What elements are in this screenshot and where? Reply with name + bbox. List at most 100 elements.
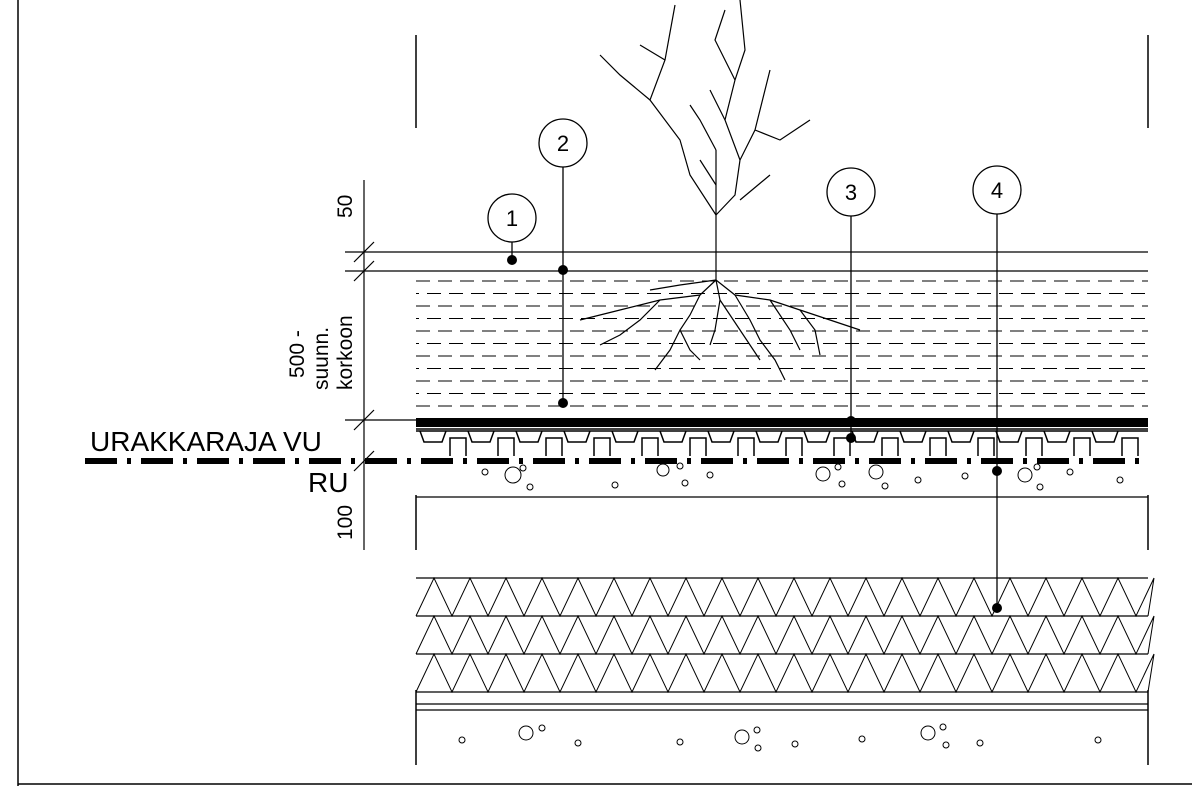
board-cup: [995, 430, 1023, 443]
gravel-stone: [676, 462, 684, 470]
gravel-stone: [838, 480, 846, 488]
gravel-stone: [834, 463, 842, 471]
board-cup: [1091, 430, 1119, 443]
callout-1: 1: [487, 193, 537, 265]
gravel-stone: [518, 725, 534, 741]
boundary-label-upper: URAKKARAJA VU: [90, 426, 322, 457]
gravel-stone: [961, 472, 969, 480]
gravel-stone: [815, 466, 831, 482]
board-cup: [1043, 430, 1071, 443]
board-stud: [449, 437, 467, 456]
gravel-layer: [481, 462, 1124, 491]
board-stud: [881, 437, 899, 456]
callout-number: 2: [557, 131, 569, 156]
board-stud: [1073, 437, 1091, 456]
board-stud: [689, 437, 707, 456]
board-cup: [467, 430, 495, 443]
gravel-stone: [1017, 467, 1033, 483]
leader-dot: [992, 603, 1002, 613]
callout-4: 4: [972, 165, 1022, 613]
board-cup: [803, 430, 831, 443]
gravel-stone: [1094, 736, 1102, 744]
board-stud: [497, 437, 515, 456]
leader-dot: [558, 398, 568, 408]
gravel-stone: [976, 739, 984, 747]
board-stud: [833, 437, 851, 456]
callout-2: 2: [538, 118, 588, 408]
dimension-line: [353, 180, 375, 550]
board-cup: [611, 430, 639, 443]
board-stud: [977, 437, 995, 456]
leader-dot: [507, 255, 517, 265]
board-cup: [899, 430, 927, 443]
gravel-stone: [791, 740, 799, 748]
gravel-stone: [611, 481, 619, 489]
drainage-board-layer: [416, 430, 1148, 456]
gravel-stone: [754, 744, 762, 752]
board-cup: [707, 430, 735, 443]
tree-roots-icon: [579, 279, 861, 381]
growing-medium-hatch: [416, 280, 1148, 407]
insulation-zigzag: [415, 576, 1155, 618]
board-stud: [641, 437, 659, 456]
boundary-label-lower: RU: [308, 467, 348, 498]
gravel-stone: [734, 729, 750, 745]
insulation-zigzag: [415, 652, 1155, 694]
tree-icon: [599, 0, 811, 280]
gravel-stone: [538, 724, 546, 732]
gravel-stone: [1116, 476, 1124, 484]
board-cup: [659, 430, 687, 443]
dimension-middle-line1: 500 -: [286, 330, 309, 378]
board-cup: [563, 430, 591, 443]
gravel-stone: [706, 471, 714, 479]
callout-3: 3: [826, 167, 876, 443]
gravel-stone: [914, 476, 922, 484]
leader-dot: [846, 433, 856, 443]
gravel-stone: [753, 726, 761, 734]
board-stud: [929, 437, 947, 456]
gravel-stone: [504, 466, 522, 484]
dimension-middle-line3: korkoon: [334, 315, 357, 390]
dimension-middle-line2: suunn.: [310, 327, 333, 390]
board-stud: [737, 437, 755, 456]
gravel-stone: [920, 725, 936, 741]
filter-fabric-layer: [416, 418, 1148, 430]
gravel-stone: [868, 464, 884, 480]
gravel-stone: [526, 483, 534, 491]
leader-dot: [846, 416, 856, 426]
board-cup: [851, 430, 879, 443]
insulation-zigzag: [415, 614, 1155, 656]
board-stud: [1121, 437, 1139, 456]
gravel-stone: [942, 741, 950, 749]
callout-number: 3: [845, 180, 857, 205]
gravel-stone: [1036, 483, 1044, 491]
gravel-stone: [656, 463, 670, 477]
dimension-top: 50: [334, 195, 357, 218]
board-cup: [419, 430, 447, 443]
gravel-stone: [519, 464, 527, 472]
board-stud: [1025, 437, 1043, 456]
gravel-stone: [481, 468, 489, 476]
gravel-stone: [1066, 468, 1074, 476]
leader-dot: [558, 265, 568, 275]
gravel-stone: [858, 735, 866, 743]
board-stud: [545, 437, 563, 456]
callout-number: 4: [991, 178, 1003, 203]
leader-dot: [992, 466, 1002, 476]
board-cup: [947, 430, 975, 443]
gravel-stone: [1033, 463, 1041, 471]
gravel-layer-bottom: [458, 723, 1102, 752]
callout-number: 1: [506, 206, 518, 231]
gravel-stone: [939, 723, 947, 731]
dimension-bottom: 100: [334, 505, 357, 540]
gravel-stone: [681, 479, 689, 487]
gravel-stone: [574, 739, 582, 747]
board-cup: [755, 430, 783, 443]
board-stud: [785, 437, 803, 456]
gravel-stone: [676, 738, 684, 746]
board-cup: [515, 430, 543, 443]
gravel-stone: [881, 482, 889, 490]
board-stud: [593, 437, 611, 456]
insulation-layer: [415, 576, 1155, 694]
